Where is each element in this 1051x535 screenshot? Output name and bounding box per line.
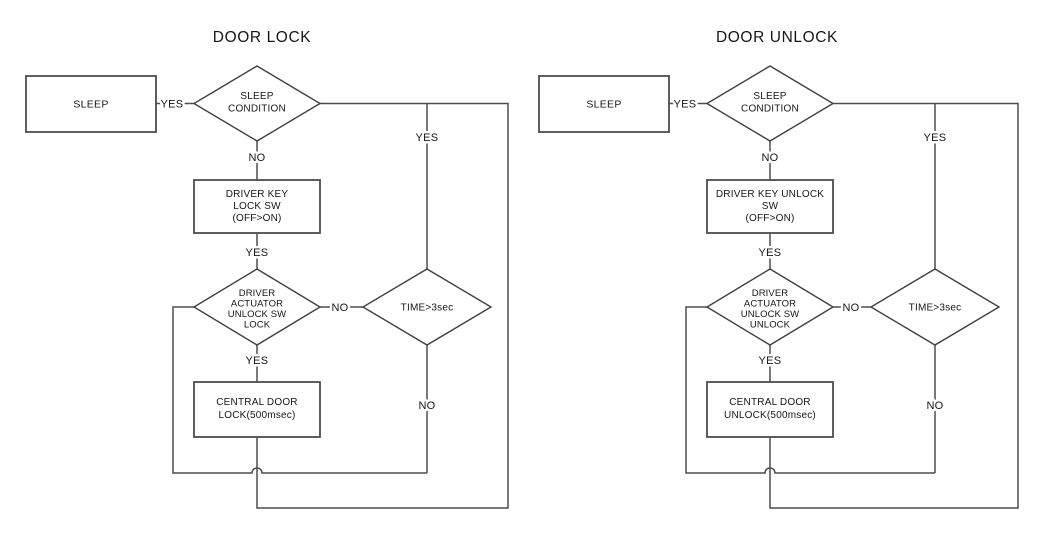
label-actuator-no: NO — [331, 302, 348, 314]
key-switch-line3: (OFF>ON) — [232, 213, 281, 224]
label-timer-no: NO — [926, 400, 943, 412]
key-switch-line2: SW — [762, 201, 779, 212]
sleep-condition-diamond — [705, 65, 835, 142]
key-switch-box — [193, 179, 321, 234]
label-key-yes: YES — [246, 247, 269, 259]
flowchart-door-lock: DOOR LOCK SLEEP SLEEP CONDITION DRIVER K… — [25, 29, 509, 509]
key-switch-box — [706, 179, 834, 234]
timer-diamond — [361, 268, 493, 346]
timer-diamond — [869, 268, 1001, 346]
label-timer-yes: YES — [924, 132, 947, 144]
actuator-line1: DRIVER — [239, 288, 276, 299]
actuator-line3: UNLOCK SW — [741, 309, 799, 320]
sleep-box-label: SLEEP — [73, 99, 108, 111]
actuator-line1: DRIVER — [752, 288, 789, 299]
sleep-condition-diamond — [192, 65, 322, 142]
sleep-box — [25, 75, 157, 133]
label-actuator-yes: YES — [759, 355, 782, 367]
sleep-box — [538, 75, 670, 133]
action-box — [706, 381, 834, 438]
action-line1: CENTRAL DOOR — [216, 397, 297, 408]
actuator-diamond — [192, 268, 322, 346]
sleep-condition-line2: CONDITION — [228, 104, 286, 115]
action-line2: LOCK(500msec) — [218, 410, 295, 421]
label-key-yes: YES — [759, 247, 782, 259]
action-line1: CENTRAL DOOR — [729, 397, 810, 408]
label-timer-no: NO — [418, 400, 435, 412]
actuator-line4: LOCK — [244, 320, 271, 331]
connector-retry-loop — [172, 306, 427, 474]
actuator-line2: ACTUATOR — [231, 299, 283, 310]
sleep-box-label: SLEEP — [586, 99, 621, 111]
label-actuator-no: NO — [842, 302, 859, 314]
chart-title: DOOR UNLOCK — [716, 29, 838, 46]
connector-feedback-outer-loop — [256, 102, 509, 509]
key-switch-line2: LOCK SW — [233, 201, 281, 212]
connector-feedback-outer-loop — [769, 102, 1019, 509]
label-condition-no: NO — [761, 152, 778, 164]
timer-label: TIME>3sec — [401, 303, 454, 314]
key-switch-line1: DRIVER KEY UNLOCK — [716, 189, 824, 200]
label-sleep-yes: YES — [161, 99, 184, 111]
action-line2: UNLOCK(500msec) — [724, 410, 816, 421]
sleep-condition-line1: SLEEP — [753, 91, 786, 102]
sleep-condition-line1: SLEEP — [240, 91, 273, 102]
timer-label: TIME>3sec — [909, 303, 962, 314]
sleep-condition-line2: CONDITION — [741, 104, 799, 115]
flowchart-door-unlock: DOOR UNLOCK SLEEP SLEEP CONDITION DRIVER… — [538, 29, 1019, 509]
label-actuator-yes: YES — [246, 355, 269, 367]
actuator-line4: UNLOCK — [750, 320, 791, 331]
actuator-line3: UNLOCK SW — [228, 309, 286, 320]
label-condition-no: NO — [248, 152, 265, 164]
actuator-line2: ACTUATOR — [744, 299, 796, 310]
actuator-diamond — [705, 268, 835, 346]
connector-retry-loop — [685, 306, 935, 474]
key-switch-line3: (OFF>ON) — [745, 213, 794, 224]
label-sleep-yes: YES — [674, 99, 697, 111]
key-switch-line1: DRIVER KEY — [226, 189, 289, 200]
label-timer-yes: YES — [416, 132, 439, 144]
chart-title: DOOR LOCK — [213, 29, 311, 46]
action-box — [193, 381, 321, 438]
